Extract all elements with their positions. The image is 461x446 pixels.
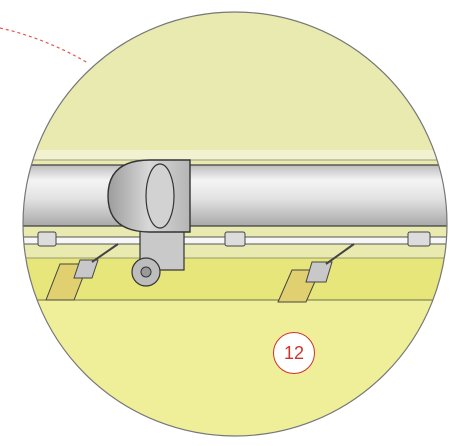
strap-right	[277, 243, 355, 303]
pipe-clamp	[107, 159, 191, 287]
floor-tray	[23, 258, 447, 300]
detail-circle-border	[22, 11, 448, 437]
callout-number: 12	[283, 343, 305, 363]
ceiling-slab	[23, 150, 447, 160]
floor-surface	[23, 300, 447, 436]
callout-badge: 12	[273, 332, 315, 374]
rail-bracket	[37, 231, 431, 247]
leader-line	[0, 27, 89, 64]
strap-left	[45, 243, 119, 301]
main-pipe	[23, 164, 447, 227]
